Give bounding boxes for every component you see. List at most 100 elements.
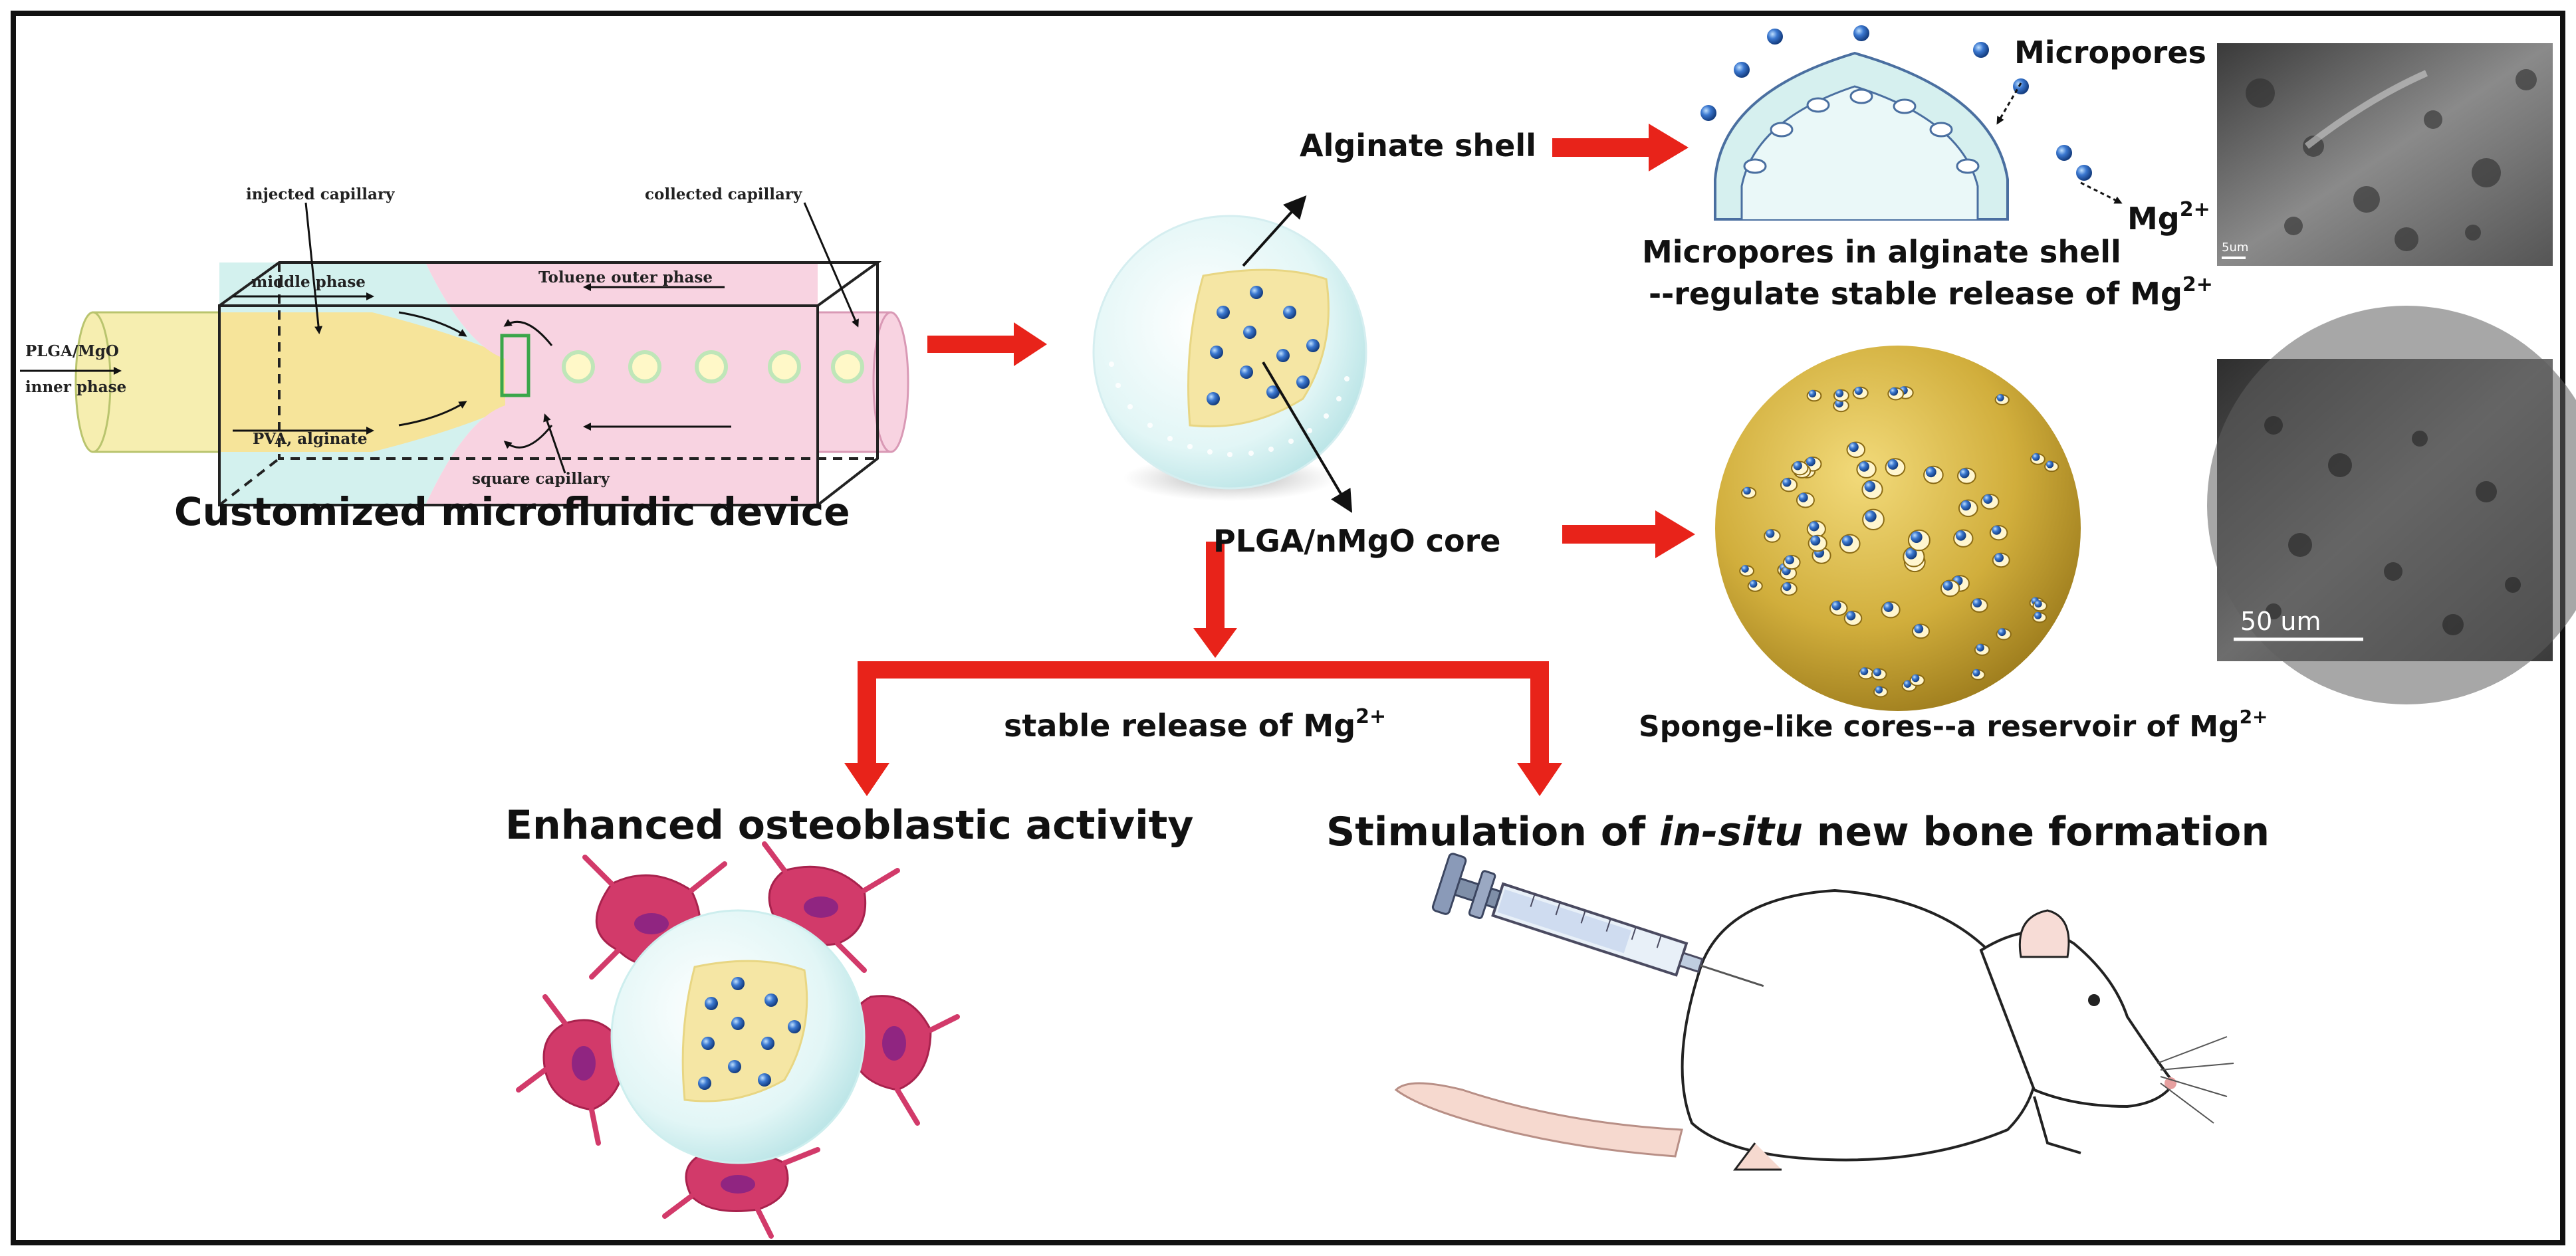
red-arrows: [844, 124, 1695, 796]
sponge-ion: [1808, 389, 1817, 398]
sponge-ion: [1749, 579, 1758, 588]
sponge-ion: [1998, 628, 2006, 637]
sponge-ion: [1875, 686, 1883, 694]
gold-sponge-sphere: [1715, 346, 2081, 711]
rat-illustration: [1394, 853, 2234, 1171]
sem-scale-50um: 50 um: [2240, 607, 2321, 636]
sem-scale-5um: 5um: [2222, 241, 2248, 255]
mg-ion-label: Mg2+: [2127, 198, 2210, 237]
released-ions: [1700, 25, 2092, 181]
sponge-ion: [1806, 457, 1815, 467]
label-collected-capillary: collected capillary: [645, 185, 802, 203]
device-title: Customized microfluidic device: [174, 489, 850, 534]
osteoblast-title: Enhanced osteoblastic activity: [505, 802, 1193, 849]
sponge-ion: [1810, 535, 1821, 546]
sponge-ion: [1911, 674, 1920, 682]
sponge-ion: [2032, 453, 2040, 461]
sponge-ion: [1809, 521, 1819, 532]
label-middle-phase: middle phase: [251, 273, 366, 291]
sponge-ion: [1865, 510, 1877, 522]
label-inner-phase-2: inner phase: [25, 378, 126, 396]
sponge-ion: [1972, 669, 1980, 677]
sponge-ion: [1959, 468, 1970, 478]
sponge-ion: [1996, 394, 2004, 401]
arrow-core-down-stem: [1206, 542, 1225, 635]
microfluidic-device: injected capillary collected capillary m…: [20, 185, 909, 534]
left-branch-stem: [858, 661, 876, 768]
sponge-ion: [1960, 500, 1971, 511]
sponge-ion: [1743, 486, 1751, 495]
label-injected-capillary: injected capillary: [246, 185, 395, 203]
sponge-ion: [1889, 387, 1899, 396]
right-branch-head: [1517, 763, 1562, 796]
rat-body: [1681, 889, 2039, 1162]
sponge-ion: [1972, 598, 1982, 608]
sponge-ion: [2046, 461, 2054, 469]
arrow-core-down-head: [1193, 628, 1237, 658]
micropores-label: Micropores: [2014, 35, 2206, 70]
sponge-ion: [1859, 461, 1869, 472]
sponge-ion: [1782, 582, 1792, 591]
sponge-ion: [1798, 492, 1808, 502]
sponge-ion: [1976, 643, 1984, 652]
label-inner-phase-1: PLGA/MgO: [25, 342, 119, 360]
sponge-ion: [1835, 389, 1844, 397]
rat-ear: [2018, 909, 2070, 958]
rat-eye: [2088, 994, 2100, 1006]
arrow-core-to-sponge: [1562, 510, 1695, 558]
orifice: [500, 334, 530, 397]
droplet-train: [562, 350, 864, 383]
cluster-ions: [698, 977, 801, 1090]
sponge-ion: [1864, 480, 1876, 492]
label-square-capillary: square capillary: [472, 470, 610, 488]
sponge-ion: [1903, 680, 1912, 688]
shell-detail: Micropores Mg2+ Micropores in alginate s…: [1642, 25, 2553, 312]
sponge-ion: [1992, 525, 2002, 535]
sponge-ion: [1846, 611, 1856, 621]
core-shell-particle: Alginate shell PLGA/nMgO core: [1092, 128, 1536, 559]
right-branch-stem: [1530, 661, 1549, 768]
sponge-ion: [1983, 494, 1993, 504]
sem-image-shell: 5um: [2217, 43, 2553, 266]
sponge-ion: [2034, 611, 2042, 619]
osteoblast-cluster: [516, 841, 960, 1239]
sem-image-core: 50 um: [2207, 306, 2576, 704]
rat-back-leg: [1733, 1142, 1782, 1171]
sponge-ion: [1785, 555, 1794, 565]
sponge-ion: [1860, 667, 1869, 676]
sponge-pores: [1739, 386, 2059, 698]
arrow-device-to-particle: [927, 322, 1047, 366]
plga-core-label: PLGA/nMgO core: [1213, 523, 1501, 559]
sponge-ion: [1942, 580, 1953, 591]
shell-caption-line1: Micropores in alginate shell: [1642, 234, 2121, 270]
label-pva-alginate: PVA, alginate: [253, 430, 368, 448]
arrow-shell-to-detail: [1552, 124, 1689, 171]
sponge-ion: [1994, 553, 2004, 563]
sponge-ion: [1782, 478, 1792, 487]
sponge-ion: [1766, 529, 1775, 538]
rat-front-leg: [2033, 1096, 2081, 1154]
sponge-ion: [1955, 530, 1966, 541]
sponge-ion: [1854, 386, 1863, 395]
sponge-ion: [1741, 565, 1749, 573]
syringe: [1431, 853, 1764, 988]
sponge-ion: [1911, 531, 1923, 543]
sponge-ion: [1905, 548, 1917, 560]
sponge-core-detail: Sponge-like cores--a reservoir of Mg2+ 5…: [1639, 306, 2576, 744]
sponge-ion: [1883, 602, 1894, 612]
shell-pores: [1743, 88, 1980, 174]
label-toluene-outer-phase: Toluene outer phase: [538, 268, 713, 286]
release-label: stable release of Mg2+: [1004, 705, 1386, 744]
sponge-ion: [1925, 467, 1936, 478]
bone-formation-title: Stimulation of in-situ new bone formatio…: [1326, 809, 2270, 855]
sponge-caption: Sponge-like cores--a reservoir of Mg2+: [1639, 706, 2268, 744]
sponge-ion: [1887, 459, 1899, 470]
shell-caption-line2: --regulate stable release of Mg2+: [1649, 273, 2213, 312]
left-branch-head: [844, 763, 889, 796]
alginate-shell-label: Alginate shell: [1300, 128, 1536, 163]
core-ions: [1207, 286, 1320, 405]
sponge-ion: [2034, 600, 2042, 608]
rat-tail: [1394, 1082, 1683, 1158]
sponge-ion: [1873, 668, 1881, 677]
